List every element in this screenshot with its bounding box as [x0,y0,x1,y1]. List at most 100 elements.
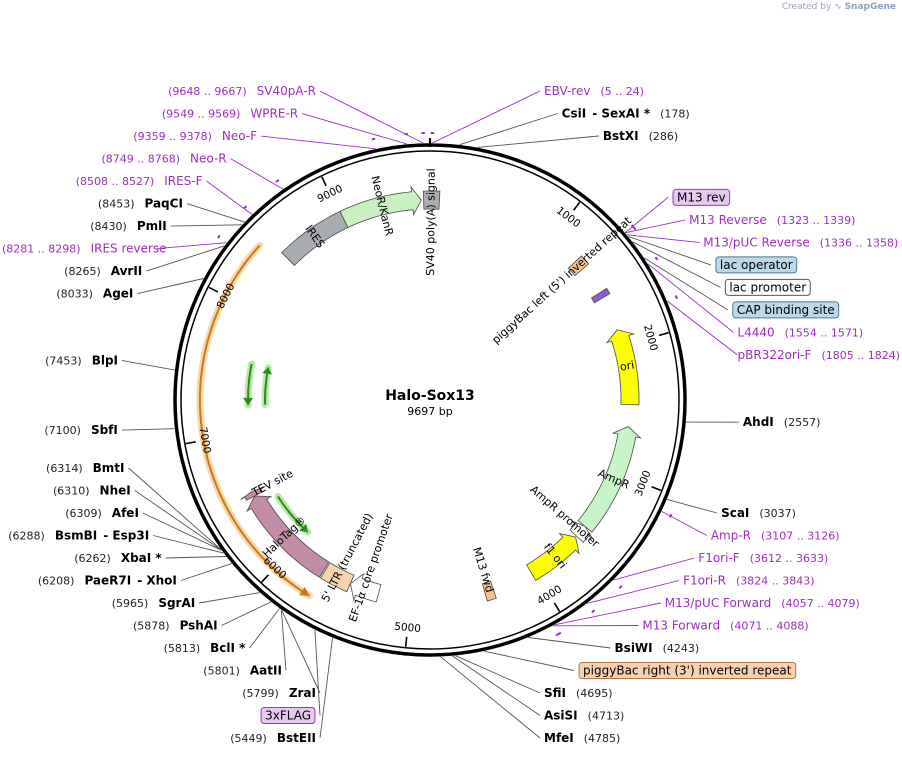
label-leader-line [648,264,734,333]
label-name: BmtI [93,461,125,475]
primer-binding-mark [592,610,595,612]
label-feature-piggybac-right-3-inverted-repeat[interactable]: piggyBac right (3') inverted repeat [579,663,796,679]
label-enzyme-avrii[interactable]: (8265)AvrII [64,264,142,278]
label-leader-line [456,656,541,693]
label-primer-pbr322ori-f[interactable]: pBR322ori-F(1805 .. 1824) [738,348,901,362]
label-enzyme-agei[interactable]: (8033)AgeI [56,287,133,301]
label-enzyme-bsiwi[interactable]: BsiWI(4243) [615,641,700,655]
label-enzyme-nhei[interactable]: (6310)NheI [53,484,131,498]
label-leader-line [137,279,203,294]
label-position: (6310) [53,485,90,498]
label-enzyme-asisi[interactable]: AsiSI(4713) [544,709,624,723]
label-primer-f1ori-r[interactable]: F1ori-R(3824 .. 3843) [683,574,814,588]
label-feature-lac-promoter[interactable]: lac promoter [725,279,810,295]
label-primer-amp-r[interactable]: Amp-R(3107 .. 3126) [711,529,840,543]
label-enzyme-csii[interactable]: CsiI- SexAI *(178) [562,107,690,121]
tick-mark [406,637,407,647]
label-primer-l4440[interactable]: L4440(1554 .. 1571) [737,325,863,339]
label-text: SfiI(4695) [544,686,613,700]
label-enzyme-sgrai[interactable]: (5965)SgrAI [112,596,195,610]
label-position: (3824 .. 3843) [736,575,815,588]
label-name: BsiWI [615,641,653,655]
plasmid-length: 9697 bp [407,405,452,418]
label-feature-3xflag[interactable]: 3xFLAG [261,708,315,724]
label-position: (4713) [588,710,625,723]
label-leader-line [122,361,175,371]
label-position: (8508 .. 8527) [76,175,155,188]
label-name: AgeI [103,287,133,301]
label-position: (1323 .. 1339) [777,214,856,227]
label-leader-line [222,602,271,626]
label-text: (6288)BsmBI- Esp3I [8,529,149,543]
feature-label-tev-site: TEV site [249,467,296,500]
label-position: (5801) [203,665,240,678]
label-primer-f1ori-f[interactable]: F1ori-F(3612 .. 3633) [698,551,828,565]
label-enzyme-bsteii[interactable]: (5449)BstEII [230,731,316,745]
label-text: ScaI(3037) [721,506,796,520]
credit-prefix: Created by [782,2,832,12]
feature-lac-promoter[interactable] [592,288,610,302]
label-primer-ebv-rev[interactable]: EBV-rev(5 .. 24) [544,84,644,98]
label-name: EBV-rev [544,84,590,98]
label-enzyme-sfii[interactable]: SfiI(4695) [544,686,613,700]
label-text: (8430)PmlI [90,219,166,233]
label-text: (5813)BclI * [164,641,247,655]
label-primer-ires-f[interactable]: (8508 .. 8527)IRES-F [76,174,203,188]
label-enzyme-ahdi[interactable]: AhdI(2557) [743,415,820,429]
label-enzyme-scai[interactable]: ScaI(3037) [721,506,796,520]
label-text: (8453)PaqCI [98,197,183,211]
label-enzyme-blpi[interactable]: (7453)BlpI [45,353,118,367]
label-name: SbfI [91,423,118,437]
label-position: (6309) [65,507,102,520]
snapgene-credit[interactable]: Created by ∿ SnapGene [782,2,896,12]
label-position: (6314) [46,462,83,475]
label-primer-m13-reverse[interactable]: M13 Reverse(1323 .. 1339) [689,213,855,227]
label-text: BstXI(286) [603,129,678,143]
label-enzyme-bmti[interactable]: (6314) BmtI [46,461,124,475]
label-enzyme-afei[interactable]: (6309) AfeI [65,506,139,520]
label-text: EBV-rev(5 .. 24) [544,84,644,98]
label-enzyme-paer7i[interactable]: (6208)PaeR7I- XhoI [38,574,177,588]
label-position: (6288) [8,530,45,543]
label-name: M13/pUC Forward [665,596,772,610]
label-primer-neo-r[interactable]: (8749 .. 8768)Neo-R [101,152,226,166]
label-primer-wpre-r[interactable]: (9549 .. 9569)WPRE-R [162,107,298,121]
label-leader-line [432,91,540,143]
label-primer-neo-f[interactable]: (9359 .. 9378)Neo-F [133,129,257,143]
label-enzyme-pmli[interactable]: (8430)PmlI [90,219,166,233]
label-leader-line [477,136,598,147]
label-text: (6309) AfeI [65,506,139,520]
feature-label-piggybac-left-5-inverted-repeat: piggyBac left (5') inverted repeat [490,214,635,347]
label-enzyme-bstxi[interactable]: BstXI(286) [603,129,678,143]
label-feature-cap-binding-site[interactable]: CAP binding site [733,302,839,318]
label-name: AfeI [112,506,139,520]
label-name: Amp-R [711,529,751,543]
label-primer-sv40pa-r[interactable]: (9648 .. 9667)SV40pA-R [168,84,316,98]
label-enzyme-pshai[interactable]: (5878)PshAI [133,619,218,633]
label-position: (8265) [64,265,101,278]
label-extra: - SexAI * [592,107,651,121]
label-enzyme-bsmbi[interactable]: (6288)BsmBI- Esp3I [8,529,149,543]
credit-brand: SnapGene [845,2,896,12]
label-position: (6208) [38,575,75,588]
label-primer-ires-reverse[interactable]: (8281 .. 8298)IRES reverse [2,242,167,256]
label-enzyme-paqci[interactable]: (8453)PaqCI [98,197,183,211]
label-name: BsmBI [55,529,97,543]
label-primer-m13-puc-reverse[interactable]: M13/pUC Reverse(1336 .. 1358) [703,235,898,249]
label-primer-m13-puc-forward[interactable]: M13/pUC Forward(4057 .. 4079) [665,596,860,610]
label-primer-m13-rev[interactable]: M13 rev [673,189,730,205]
label-text: pBR322ori-F(1805 .. 1824) [738,348,901,362]
label-primer-m13-forward[interactable]: M13 Forward(4071 .. 4088) [642,619,808,633]
label-position: (178) [660,108,690,121]
primer-binding-mark [276,180,279,182]
label-enzyme-aatii[interactable]: (5801)AatII [203,664,282,678]
tick-label: 4000 [535,583,564,607]
label-position: (5813) [164,642,201,655]
label-enzyme-zrai[interactable]: (5799)ZraI [242,686,316,700]
label-enzyme-sbfi[interactable]: (7100)SbfI [44,423,117,437]
label-name: pBR322ori-F [738,348,812,362]
label-enzyme-mfei[interactable]: MfeI(4785) [544,731,620,745]
label-enzyme-bcli[interactable]: (5813)BclI * [164,641,247,655]
label-enzyme-xbai[interactable]: (6262)XbaI * [74,551,162,565]
label-feature-lac-operator[interactable]: lac operator [716,257,797,273]
